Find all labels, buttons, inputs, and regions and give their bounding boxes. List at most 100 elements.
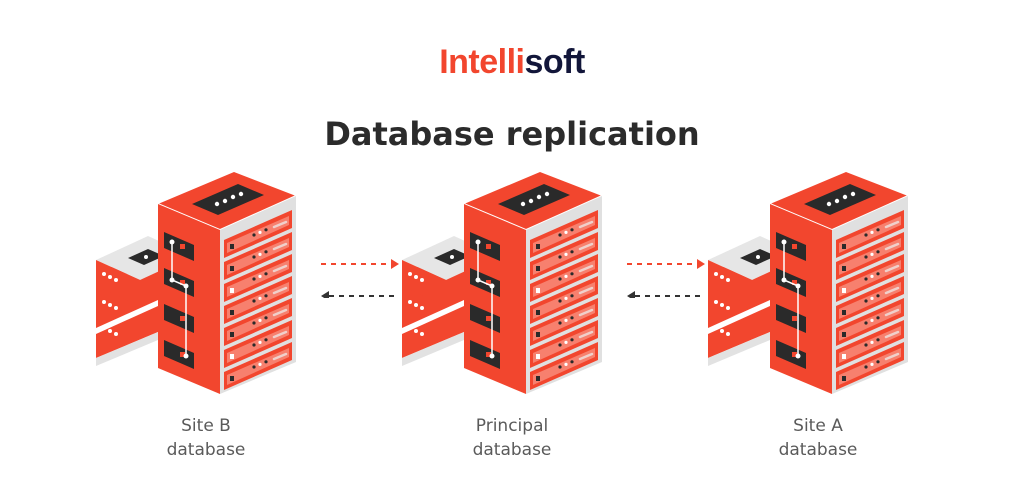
drawer-handle bbox=[272, 308, 288, 317]
node-label-site-a: Site A database bbox=[718, 414, 918, 462]
drawer-led bbox=[258, 340, 262, 344]
drawer-led bbox=[264, 338, 268, 342]
drawer-panel bbox=[839, 326, 901, 363]
drawer-indicator bbox=[842, 376, 846, 381]
drawer-led bbox=[558, 343, 562, 347]
drawer-led bbox=[258, 296, 262, 300]
drawer-led bbox=[252, 299, 256, 303]
drawer-led bbox=[570, 228, 574, 232]
drawer-indicator bbox=[842, 266, 846, 271]
logo-part-soft: soft bbox=[524, 43, 585, 81]
drawer-led bbox=[258, 230, 262, 234]
drawer-indicator bbox=[842, 310, 846, 315]
drawer-panel bbox=[839, 260, 901, 297]
drawer-led bbox=[864, 255, 868, 259]
drawer-handle bbox=[884, 264, 900, 273]
drawer-led bbox=[252, 321, 256, 325]
drawer-panel bbox=[839, 238, 901, 275]
drawer-handle bbox=[578, 220, 594, 229]
drawer-led bbox=[564, 318, 568, 322]
drawer-led bbox=[564, 274, 568, 278]
drawer-indicator bbox=[536, 266, 540, 271]
node-label-line1: Site A bbox=[793, 416, 843, 436]
drawer-led bbox=[264, 316, 268, 320]
forward-arrow-head bbox=[391, 259, 399, 269]
drawer-led bbox=[258, 274, 262, 278]
site-b-server bbox=[92, 168, 312, 398]
drawer-indicator bbox=[230, 266, 234, 271]
drawer-indicator bbox=[230, 376, 234, 381]
drawer-led bbox=[564, 296, 568, 300]
drawer-panel bbox=[533, 348, 595, 385]
drawer-panel bbox=[533, 304, 595, 341]
drawer-indicator bbox=[842, 354, 846, 359]
drawer-led bbox=[570, 360, 574, 364]
server-tower-icon bbox=[463, 172, 603, 394]
drawer-indicator bbox=[536, 332, 540, 337]
node-label-line1: Site B bbox=[181, 416, 231, 436]
backward-arrow-head bbox=[627, 291, 635, 298]
drawer-handle bbox=[578, 242, 594, 251]
drawer-led bbox=[264, 250, 268, 254]
drawer-indicator bbox=[230, 310, 234, 315]
drawer-led bbox=[570, 250, 574, 254]
drawer-led bbox=[870, 318, 874, 322]
drawer-indicator bbox=[842, 244, 846, 249]
drawer-led bbox=[252, 277, 256, 281]
drawer-led bbox=[876, 360, 880, 364]
drawer-led bbox=[558, 255, 562, 259]
drawer-indicator bbox=[230, 288, 234, 293]
drawer-handle bbox=[884, 308, 900, 317]
site-a-server bbox=[704, 168, 924, 398]
drawer-panel bbox=[533, 260, 595, 297]
drawer-handle bbox=[884, 330, 900, 339]
drawer-led bbox=[264, 294, 268, 298]
drawer-led bbox=[864, 365, 868, 369]
drawer-panel bbox=[839, 282, 901, 319]
drawer-led bbox=[558, 321, 562, 325]
drawer-led bbox=[564, 362, 568, 366]
drawer-indicator bbox=[536, 310, 540, 315]
node-label-line2: database bbox=[778, 440, 858, 460]
drawer-led bbox=[876, 228, 880, 232]
drawer-led bbox=[258, 362, 262, 366]
drawer-led bbox=[264, 360, 268, 364]
drawer-handle bbox=[884, 352, 900, 361]
drawer-indicator bbox=[536, 288, 540, 293]
drawer-panel bbox=[839, 348, 901, 385]
drawer-indicator bbox=[842, 288, 846, 293]
principal-server bbox=[398, 168, 618, 398]
logo-part-intelli: Intelli bbox=[439, 43, 525, 81]
drawer-panel bbox=[227, 260, 289, 297]
drawer-led bbox=[876, 338, 880, 342]
drawer-led bbox=[564, 230, 568, 234]
drawer-led bbox=[570, 272, 574, 276]
drawer-led bbox=[558, 233, 562, 237]
drawer-handle bbox=[578, 352, 594, 361]
forward-arrow-head bbox=[697, 259, 705, 269]
drawer-panel bbox=[533, 216, 595, 253]
node-label-principal: Principal database bbox=[412, 414, 612, 462]
drawer-led bbox=[264, 228, 268, 232]
drawer-indicator bbox=[536, 354, 540, 359]
drawer-indicator bbox=[230, 354, 234, 359]
drawer-led bbox=[570, 294, 574, 298]
diagram-title: Database replication bbox=[324, 115, 700, 153]
drawer-indicator bbox=[536, 244, 540, 249]
drawer-led bbox=[876, 316, 880, 320]
drawer-handle bbox=[272, 286, 288, 295]
drawer-led bbox=[876, 250, 880, 254]
drawer-panel bbox=[227, 304, 289, 341]
drawer-handle bbox=[578, 264, 594, 273]
drawer-indicator bbox=[230, 332, 234, 337]
replication-arrows-right bbox=[621, 248, 711, 298]
drawer-handle bbox=[272, 220, 288, 229]
drawer-handle bbox=[578, 308, 594, 317]
drawer-led bbox=[864, 277, 868, 281]
intellisoft-logo: Intellisoft bbox=[0, 42, 1024, 82]
drawer-led bbox=[258, 252, 262, 256]
drawer-panel bbox=[533, 238, 595, 275]
node-label-site-b: Site B database bbox=[106, 414, 306, 462]
drawer-panel bbox=[533, 326, 595, 363]
drawer-indicator bbox=[536, 376, 540, 381]
